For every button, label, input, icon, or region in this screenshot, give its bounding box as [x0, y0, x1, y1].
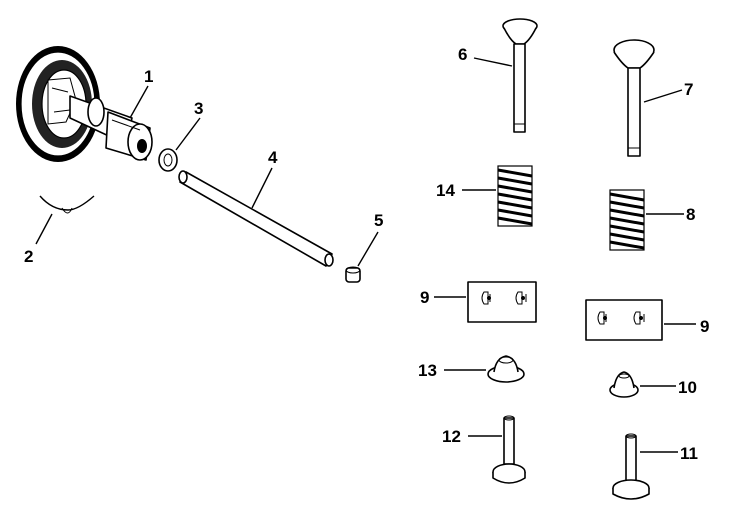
callout-14: 14 — [436, 181, 455, 200]
part-14-spring — [497, 165, 533, 227]
callout-9-right: 9 — [700, 317, 709, 336]
part-9-keepers-right — [585, 299, 663, 341]
leader-4 — [251, 167, 273, 209]
part-10-retainer — [609, 371, 639, 398]
leader-3 — [175, 117, 201, 151]
callout-6: 6 — [458, 45, 467, 64]
part-9-keepers-left — [467, 281, 537, 323]
leader-1 — [129, 85, 149, 119]
part-6-valve — [502, 18, 538, 133]
leader-5 — [357, 231, 379, 267]
callout-12: 12 — [442, 427, 461, 446]
callout-9-left: 9 — [420, 288, 429, 307]
callout-4: 4 — [268, 148, 278, 167]
callout-13: 13 — [418, 361, 437, 380]
part-8-spring — [609, 189, 645, 251]
part-1-camshaft-gear — [16, 46, 153, 162]
callout-3: 3 — [194, 99, 203, 118]
part-13-retainer — [487, 355, 525, 383]
callout-8: 8 — [686, 205, 695, 224]
callout-2: 2 — [24, 247, 33, 266]
part-4-shaft — [178, 170, 334, 267]
part-12-tappet — [492, 415, 526, 484]
leader-2 — [35, 213, 53, 245]
callout-1: 1 — [144, 67, 153, 86]
part-5-bushing — [345, 266, 361, 283]
part-7-valve — [613, 39, 655, 157]
leader-6 — [473, 57, 513, 67]
part-11-tappet — [612, 433, 650, 500]
callout-10: 10 — [678, 378, 697, 397]
callout-7: 7 — [684, 80, 693, 99]
leader-7 — [643, 89, 683, 103]
callout-5: 5 — [374, 211, 383, 230]
part-2-wire-clip — [39, 195, 95, 214]
part-3-washer — [158, 148, 178, 172]
callout-11: 11 — [680, 444, 698, 463]
